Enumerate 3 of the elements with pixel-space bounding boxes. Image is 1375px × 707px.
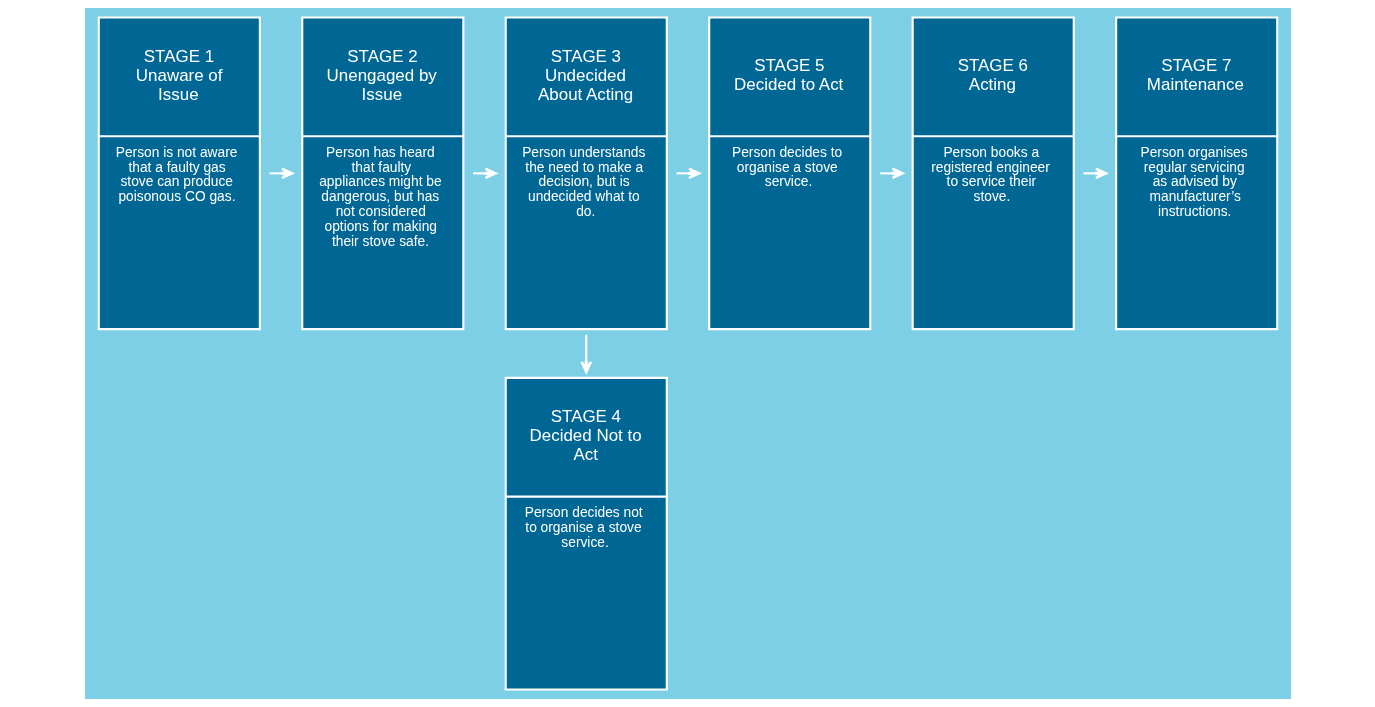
arrow [1082,167,1108,180]
arrow [579,334,592,374]
arrow [472,167,497,180]
